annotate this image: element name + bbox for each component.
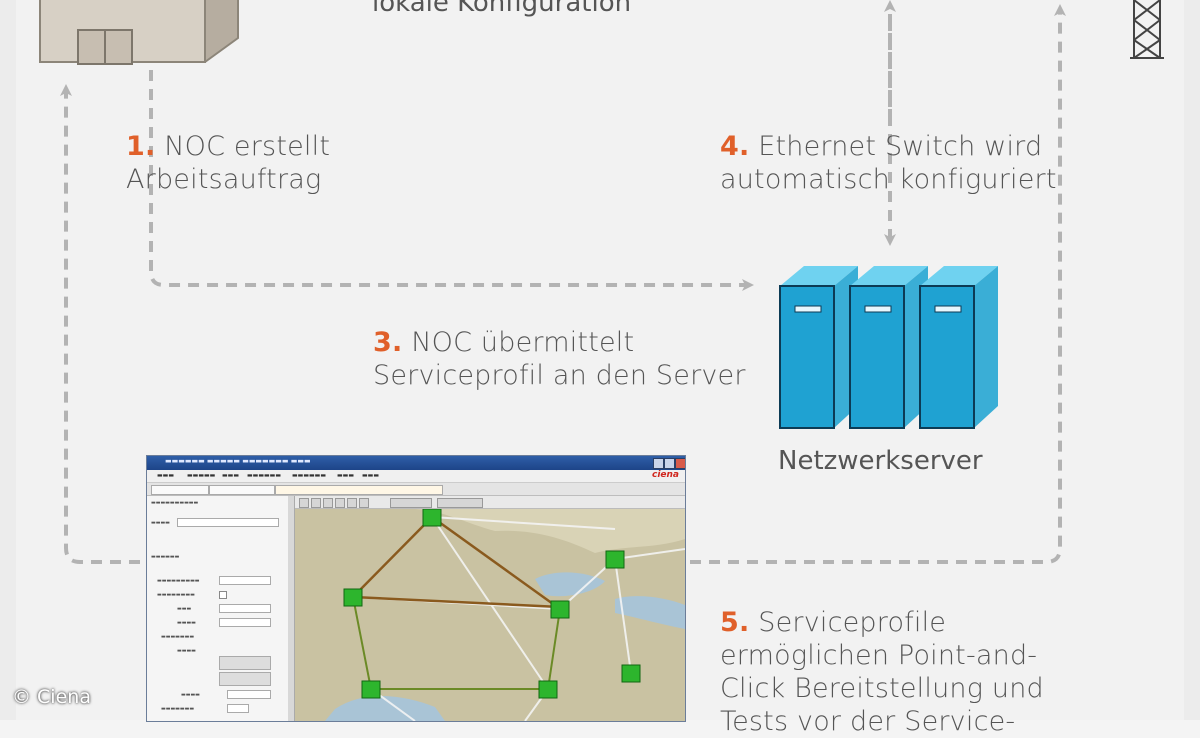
- tab-button[interactable]: [151, 485, 209, 495]
- step-text: Arbeitsauftrag: [126, 164, 322, 195]
- tab-button[interactable]: [209, 485, 275, 495]
- scrollbar[interactable]: [288, 496, 294, 721]
- step-text: ermöglichen Point-and-: [720, 640, 1038, 671]
- network-node: [343, 588, 363, 607]
- minimize-icon: [653, 458, 664, 469]
- server-caption: Netzwerkserver: [778, 446, 983, 476]
- step-number: 3.: [373, 327, 403, 358]
- text-field[interactable]: [219, 656, 271, 670]
- select-icon[interactable]: [347, 498, 357, 508]
- name-field[interactable]: [177, 518, 279, 527]
- step-text: NOC übermittelt: [411, 327, 635, 358]
- arrow-noc-to-server: [149, 70, 754, 291]
- arrow-loop-to-building: [60, 84, 140, 564]
- arrow-to-tower: [690, 4, 1066, 564]
- step-text: Serviceprofile: [758, 607, 947, 638]
- text-field[interactable]: [219, 672, 271, 686]
- text-field[interactable]: [219, 618, 271, 627]
- step-number: 4.: [720, 131, 750, 162]
- step-text: Serviceprofil an den Server: [373, 360, 746, 391]
- step-1: 1. NOC erstellt Arbeitsauftrag: [126, 130, 330, 196]
- tower-icon: [1130, 0, 1164, 59]
- zoom-in-icon[interactable]: [299, 498, 309, 508]
- step-number: 5.: [720, 607, 750, 638]
- network-topology: [295, 509, 685, 721]
- app-title: ▬▬▬▬▬▬ ▬▬▬▬▬ ▬▬▬▬▬▬▬ ▬▬▬: [165, 457, 311, 465]
- zoom-out-icon[interactable]: [311, 498, 321, 508]
- step-number: 1.: [126, 131, 156, 162]
- step-4: 4. Ethernet Switch wird automatisch konf…: [720, 130, 1057, 196]
- toolbar-button[interactable]: [390, 498, 432, 508]
- step-5: 5. Serviceprofile ermöglichen Point-and-…: [720, 606, 1044, 738]
- network-node: [621, 664, 641, 683]
- toolbar-button[interactable]: [437, 498, 483, 508]
- app-menubar: ▬▬▬▬▬▬▬▬▬▬▬ ▬▬▬▬▬▬▬▬▬▬▬▬▬▬▬ ▬▬▬: [147, 470, 685, 483]
- management-app-screenshot: ▬▬▬▬▬▬ ▬▬▬▬▬ ▬▬▬▬▬▬▬ ▬▬▬ ▬▬▬▬▬▬▬▬▬▬▬ ▬▬▬…: [146, 455, 686, 722]
- step-text: Tests vor der Service-: [720, 706, 1016, 737]
- close-icon: [675, 458, 685, 469]
- network-node: [538, 680, 558, 699]
- step-text: automatisch konfiguriert: [720, 164, 1057, 195]
- step-text: Click Bereitstellung und: [720, 673, 1044, 704]
- map-toolbar: [295, 496, 685, 509]
- network-node: [361, 680, 381, 699]
- app-titlebar: ▬▬▬▬▬▬ ▬▬▬▬▬ ▬▬▬▬▬▬▬ ▬▬▬: [147, 456, 685, 470]
- network-node: [550, 600, 570, 619]
- fit-icon[interactable]: [335, 498, 345, 508]
- text-field[interactable]: [219, 604, 271, 613]
- text-field[interactable]: [227, 704, 249, 713]
- building-icon: [39, 0, 239, 65]
- text-field[interactable]: [227, 690, 271, 699]
- tab-button[interactable]: [275, 485, 443, 495]
- network-node: [422, 509, 442, 527]
- brand-logo: ciena: [651, 470, 679, 480]
- step-text: NOC erstellt: [164, 131, 331, 162]
- pan-icon[interactable]: [323, 498, 333, 508]
- server-rack-icon: [779, 266, 998, 429]
- checkbox[interactable]: [219, 591, 227, 599]
- network-map[interactable]: [295, 509, 685, 721]
- step-3: 3. NOC übermittelt Serviceprofil an den …: [373, 326, 746, 392]
- copyright-credit: © Ciena: [12, 686, 91, 708]
- dropdown-field[interactable]: [219, 576, 271, 585]
- refresh-icon[interactable]: [359, 498, 369, 508]
- top-caption: lokale Konfiguration: [372, 0, 632, 18]
- network-node: [605, 550, 625, 569]
- step-text: Ethernet Switch wird: [758, 131, 1043, 162]
- config-panel: ▬▬▬▬▬▬▬▬▬▬ ▬▬▬▬ ▬▬▬▬▬▬ ▬▬▬▬▬▬▬▬▬ ▬▬▬▬▬▬▬…: [147, 496, 295, 721]
- maximize-icon: [664, 458, 675, 469]
- app-toolbar: [147, 483, 685, 496]
- flow-diagram: [39, 0, 1164, 564]
